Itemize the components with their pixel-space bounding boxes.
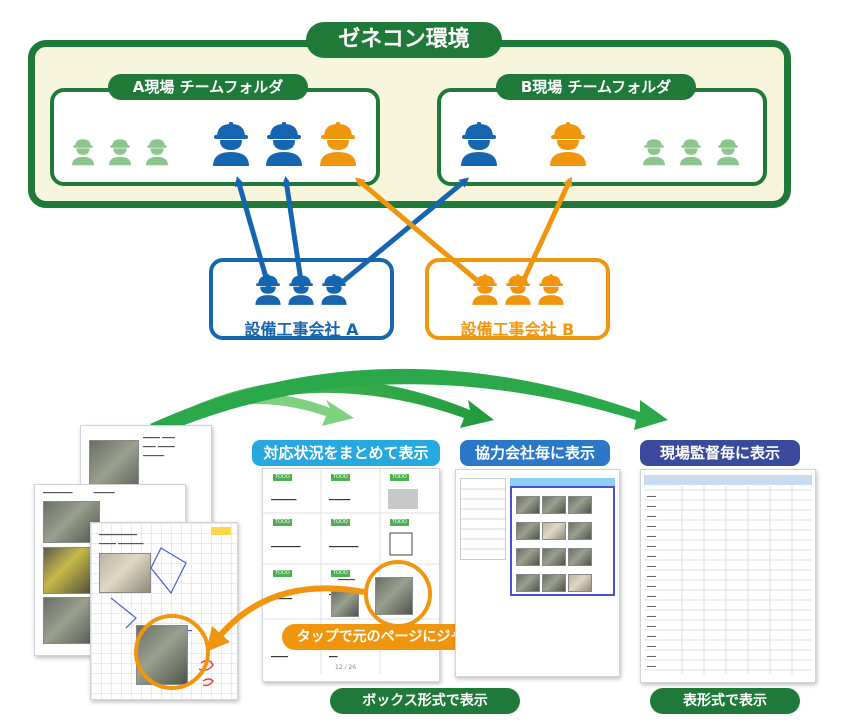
- company-a-label: 設備工事会社 A: [244, 320, 359, 339]
- status-view-caption: 対応状況をまとめて表示: [252, 440, 440, 466]
- partner-view-page: [455, 469, 620, 677]
- folder-b-box: [437, 88, 767, 186]
- svg-text:12 / 26: 12 / 26: [335, 664, 356, 671]
- svg-text:━━━: ━━━: [646, 514, 657, 520]
- svg-text:━━━━━: ━━━━━: [328, 496, 351, 504]
- green-flow-arrows: [150, 368, 668, 438]
- svg-text:━━━: ━━━: [646, 534, 657, 540]
- svg-text:━━━: ━━━: [646, 564, 657, 570]
- company-b-box: 設備工事会社 B: [425, 258, 610, 340]
- svg-text:━━━: ━━━: [646, 554, 657, 560]
- table-view-label: 表形式で表示: [650, 688, 800, 714]
- supervisor-view-caption: 現場監督毎に表示: [640, 440, 800, 466]
- svg-text:━━━: ━━━: [646, 634, 657, 640]
- box-view-label: ボックス形式で表示: [330, 688, 520, 714]
- svg-text:━━━: ━━━: [646, 584, 657, 590]
- svg-text:━━━: ━━━: [646, 614, 657, 620]
- svg-text:━━━: ━━━: [646, 604, 657, 610]
- arrow-line: [333, 177, 470, 290]
- svg-text:━━━━━━━: ━━━━━━━: [328, 543, 359, 551]
- folder-a-label: A現場 チームフォルダ: [108, 74, 308, 100]
- svg-text:━━━━━: ━━━━━: [270, 595, 293, 603]
- partner-view-caption: 協力会社毎に表示: [460, 440, 610, 466]
- arrow-line: [281, 176, 305, 289]
- svg-text:━━: ━━: [328, 653, 338, 661]
- environment-title: ゼネコン環境: [306, 22, 502, 58]
- supervisor-view-page: ━━━━━━━━━ ━━━━━━━━━ ━━━━━━━━━ ━━━━━━━━━ …: [640, 469, 816, 683]
- svg-text:━━━: ━━━: [646, 594, 657, 600]
- svg-text:━━━: ━━━: [646, 504, 657, 510]
- svg-text:━━━━: ━━━━: [337, 576, 356, 584]
- arrow-line: [234, 176, 272, 289]
- svg-text:━━━━: ━━━━: [270, 653, 289, 661]
- folder-b-label: B現場 チームフォルダ: [496, 74, 696, 100]
- arrow-line: [354, 177, 488, 290]
- svg-text:━━━: ━━━: [646, 524, 657, 530]
- svg-text:━━━: ━━━: [646, 494, 657, 500]
- svg-text:━━━: ━━━: [646, 574, 657, 580]
- company-b-label: 設備工事会社 B: [460, 320, 575, 339]
- arrow-layer: [234, 176, 573, 305]
- svg-text:━━━: ━━━: [646, 664, 657, 670]
- svg-text:━━━: ━━━: [646, 544, 657, 550]
- highlight-circle: [134, 614, 210, 690]
- flow-arrow-3: [150, 368, 668, 434]
- svg-text:━━━: ━━━: [646, 624, 657, 630]
- arrow-line: [517, 176, 573, 290]
- svg-text:━━━━━━: ━━━━━━: [270, 496, 297, 504]
- svg-text:━━━: ━━━: [646, 644, 657, 650]
- svg-text:━━━: ━━━: [646, 654, 657, 660]
- svg-text:━━━━━━━: ━━━━━━━: [270, 543, 301, 551]
